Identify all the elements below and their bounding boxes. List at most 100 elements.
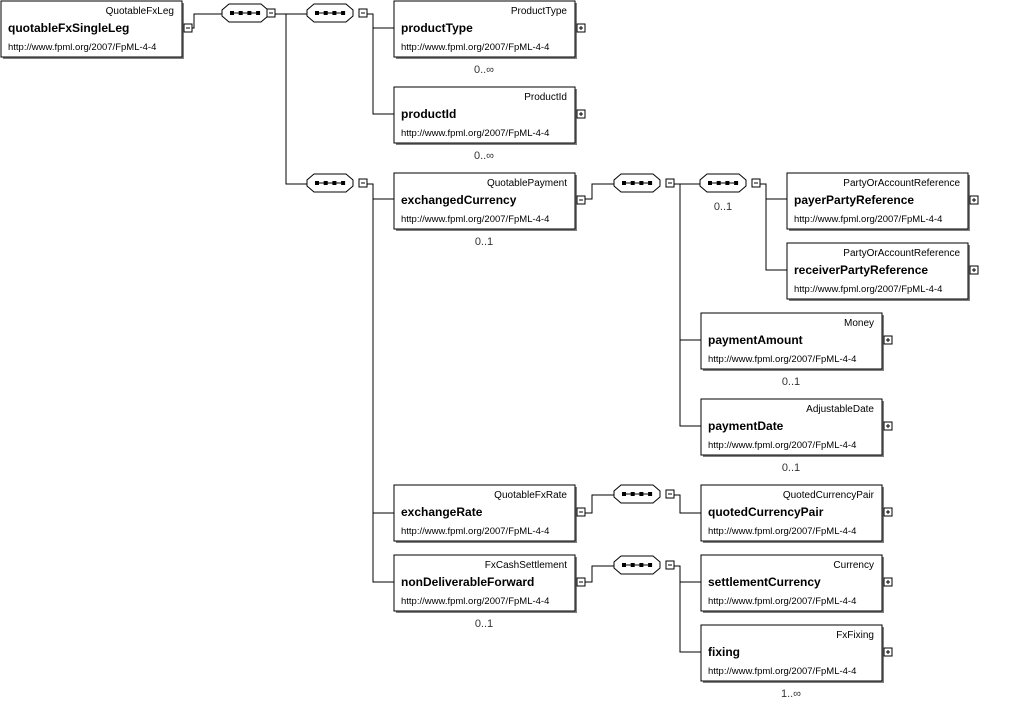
node-name-label: exchangedCurrency: [401, 193, 517, 207]
sequence-dot: [639, 181, 644, 185]
sequence-dot: [323, 181, 328, 185]
node-type-label: ProductId: [524, 92, 567, 103]
sequence-dot: [622, 181, 626, 185]
node-type-label: PartyOrAccountReference: [843, 178, 960, 189]
connector-line: [366, 13, 394, 29]
node-box: [393, 554, 576, 612]
expand-toggle[interactable]: [883, 647, 893, 657]
sequence-dot: [332, 11, 337, 15]
sequence-compositor[interactable]: [306, 173, 368, 193]
collapse-toggle[interactable]: [576, 195, 586, 205]
element-node-nonDeliverableForward[interactable]: FxCashSettlementnonDeliverableForwardhtt…: [393, 554, 586, 630]
node-name-label: paymentAmount: [708, 333, 803, 347]
node-name-label: receiverPartyReference: [794, 263, 928, 277]
connector-line: [372, 199, 394, 514]
collapse-toggle[interactable]: [358, 8, 368, 18]
collapse-toggle[interactable]: [665, 560, 675, 570]
element-node-settlementCurrency[interactable]: CurrencysettlementCurrencyhttp://www.fpm…: [700, 554, 893, 613]
connector-line: [580, 565, 614, 583]
sequence-dot: [238, 11, 243, 15]
collapse-toggle[interactable]: [183, 23, 193, 33]
connector-line: [679, 340, 701, 427]
node-name-label: quotedCurrencyPair: [708, 505, 824, 519]
sequence-compositor[interactable]: [613, 555, 675, 575]
element-node-exchangeRate[interactable]: QuotableFxRate exchangeRate http://www.fpm…: [393, 484, 586, 543]
collapse-toggle[interactable]: [576, 507, 586, 517]
node-type-label: QuotableFxLeg: [106, 6, 174, 17]
node-box: [786, 242, 969, 300]
node-namespace-label: http://www.fpml.org/2007/FpML-4-4: [401, 596, 549, 607]
expand-toggle[interactable]: [883, 335, 893, 345]
sequence-compositor[interactable]: [221, 3, 276, 23]
node-box: [393, 484, 576, 542]
collapse-toggle[interactable]: [751, 178, 761, 188]
node-box: [393, 0, 576, 58]
connector-line: [673, 494, 701, 514]
node-namespace-label: http://www.fpml.org/2007/FpML-4-4: [794, 214, 942, 225]
sequence-compositor[interactable]: 0..1: [699, 173, 761, 213]
node-namespace-label: http://www.fpml.org/2007/FpML-4-4: [401, 214, 549, 225]
expand-toggle[interactable]: [576, 109, 586, 119]
collapse-toggle[interactable]: [576, 577, 586, 587]
element-node-payerPartyReference[interactable]: PartyOrAccountReference payerPartyReferen…: [786, 172, 979, 231]
sequence-compositor[interactable]: [306, 3, 368, 23]
element-node-exchangedCurrency[interactable]: QuotablePaymentexchangedCurrencyhttp://w…: [393, 172, 586, 248]
element-node-quotableFxSingleLeg[interactable]: QuotableFxLeg quotableFxSingleLeg http://w…: [0, 0, 193, 59]
node-box: [700, 398, 883, 456]
element-node-productId[interactable]: ProductIdproductIdhttp://www.fpml.org/20…: [393, 86, 586, 162]
cardinality-label: 1..∞: [781, 688, 801, 700]
node-name-label: nonDeliverableForward: [401, 575, 534, 589]
collapse-toggle[interactable]: [665, 489, 675, 499]
expand-toggle[interactable]: [883, 507, 893, 517]
sequence-dot: [323, 11, 328, 15]
expand-toggle[interactable]: [576, 23, 586, 33]
node-type-label: AdjustableDate: [806, 404, 874, 415]
element-node-paymentAmount[interactable]: MoneypaymentAmounthttp://www.fpml.org/20…: [700, 312, 893, 388]
expand-toggle[interactable]: [969, 195, 979, 205]
connector-line: [366, 183, 394, 200]
sequence-dot: [639, 563, 644, 567]
sequence-dot: [622, 563, 626, 567]
sequence-compositor[interactable]: [613, 173, 675, 193]
element-node-paymentDate[interactable]: AdjustableDate paymentDate http://www.fpml…: [700, 398, 893, 474]
element-nodes: QuotableFxLeg quotableFxSingleLeg http://w…: [0, 0, 979, 700]
element-node-fixing[interactable]: FxFixingfixinghttp://www.fpml.org/2007/F…: [700, 624, 893, 700]
node-type-label: FxFixing: [836, 630, 874, 641]
node-namespace-label: http://www.fpml.org/2007/FpML-4-4: [401, 526, 549, 537]
node-name-label: productId: [401, 107, 456, 121]
cardinality-label: 0..1: [475, 618, 493, 630]
sequence-dot: [648, 492, 653, 496]
node-namespace-label: http://www.fpml.org/2007/FpML-4-4: [708, 440, 856, 451]
node-type-label: QuotableFxRate: [494, 490, 567, 501]
connector-line: [372, 513, 394, 583]
node-name-label: quotableFxSingleLeg: [8, 21, 129, 35]
expand-toggle[interactable]: [883, 421, 893, 431]
expand-toggle[interactable]: [883, 577, 893, 587]
collapse-toggle[interactable]: [266, 8, 276, 18]
sequence-dot: [230, 11, 234, 15]
node-namespace-label: http://www.fpml.org/2007/FpML-4-4: [8, 42, 156, 53]
expand-toggle[interactable]: [969, 265, 979, 275]
node-namespace-label: http://www.fpml.org/2007/FpML-4-4: [708, 596, 856, 607]
collapse-toggle[interactable]: [358, 178, 368, 188]
connector-line: [759, 183, 787, 200]
node-name-label: paymentDate: [708, 419, 784, 433]
node-box: [700, 312, 883, 370]
sequence-dot: [734, 181, 739, 185]
sequence-dot: [630, 563, 635, 567]
collapse-toggle[interactable]: [665, 178, 675, 188]
element-node-productType[interactable]: ProductTypeproductTypehttp://www.fpml.or…: [393, 0, 586, 76]
cardinality-label: 0..1: [782, 376, 800, 388]
node-name-label: payerPartyReference: [794, 193, 914, 207]
sequence-compositor[interactable]: [613, 484, 675, 504]
node-namespace-label: http://www.fpml.org/2007/FpML-4-4: [794, 284, 942, 295]
node-type-label: Money: [844, 318, 874, 329]
element-node-receiverPartyReference[interactable]: PartyOrAccountReferencereceiverPartyRefe…: [786, 242, 979, 301]
cardinality-label: 0..1: [714, 201, 732, 213]
connector-line: [580, 183, 614, 200]
node-type-label: ProductType: [511, 6, 568, 17]
node-box: [786, 172, 969, 230]
node-box: [393, 172, 576, 230]
node-name-label: exchangeRate: [401, 505, 483, 519]
element-node-quotedCurrencyPair[interactable]: QuotedCurrencyPairquotedCurrencyPairhttp…: [700, 484, 893, 543]
